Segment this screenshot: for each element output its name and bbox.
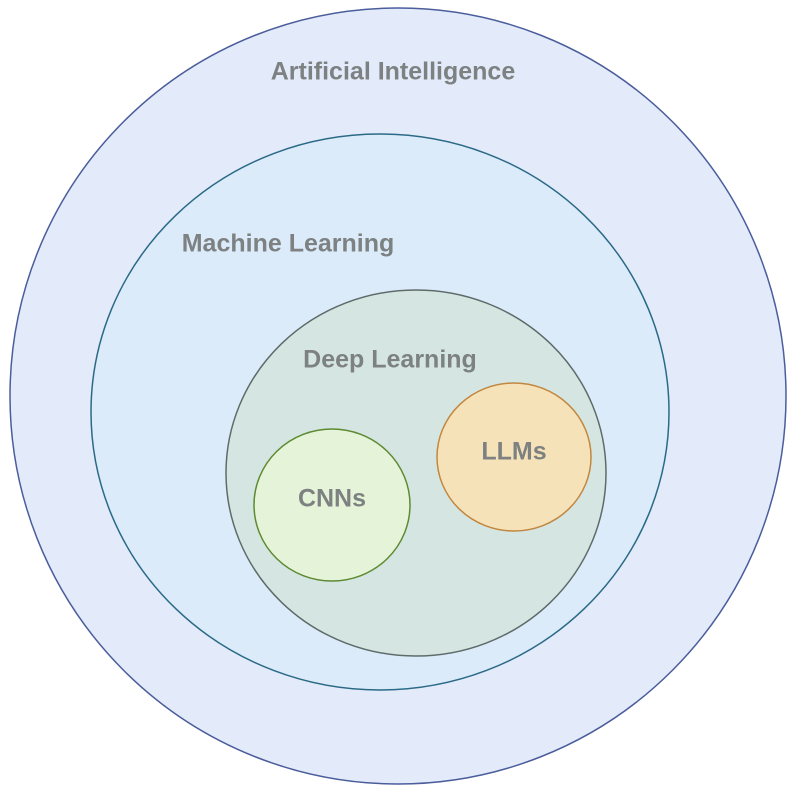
deep-learning-label: Deep Learning bbox=[303, 346, 477, 374]
llms-label: LLMs bbox=[481, 438, 546, 466]
llms-circle bbox=[436, 382, 592, 532]
cnns-label: CNNs bbox=[298, 485, 366, 513]
artificial-intelligence-label: Artificial Intelligence bbox=[271, 58, 516, 86]
machine-learning-label: Machine Learning bbox=[182, 230, 395, 258]
cnns-circle bbox=[253, 428, 411, 582]
